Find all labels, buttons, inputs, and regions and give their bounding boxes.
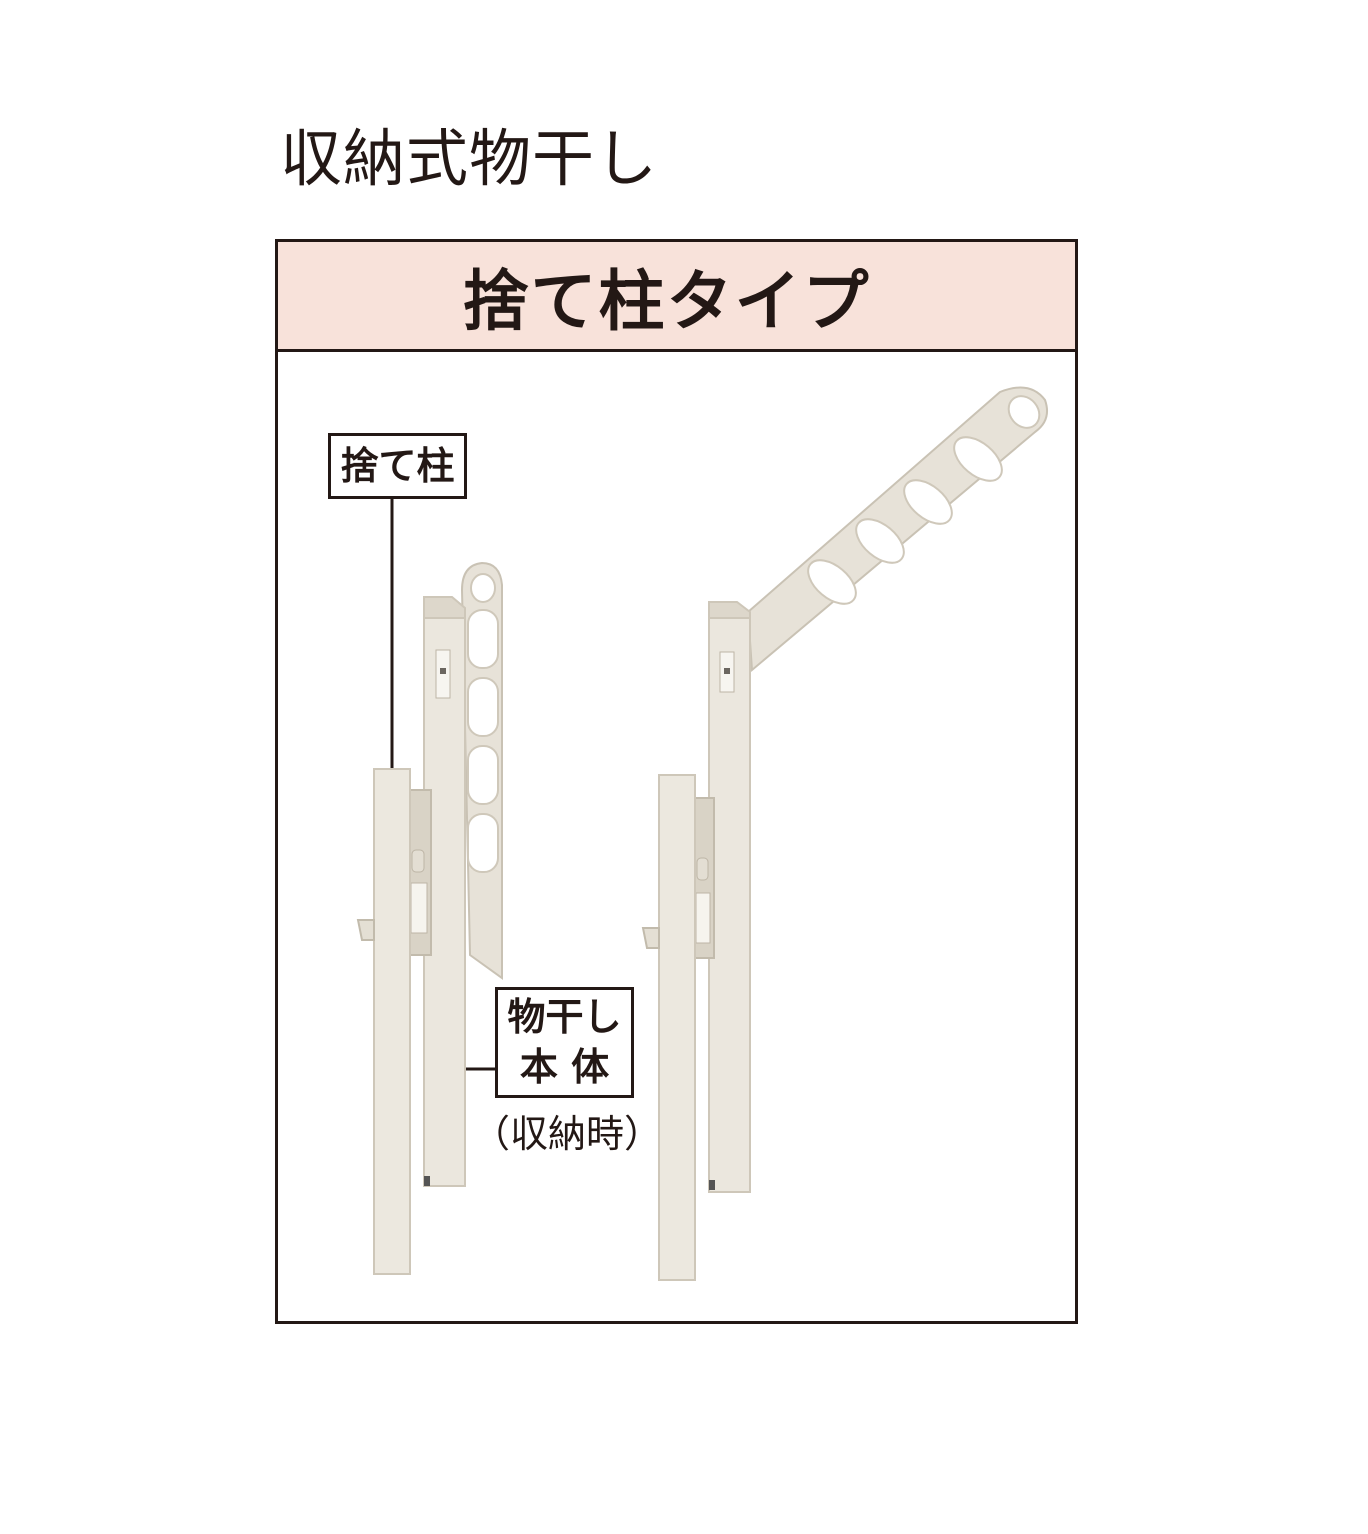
in-use-sutebashira: [658, 774, 696, 1281]
in-use-main-pole: [708, 617, 751, 1193]
extended-arm: [746, 386, 1048, 673]
hontai-label-line2: 本 体: [519, 1045, 610, 1089]
panel-header: 捨て柱タイプ: [278, 242, 1075, 352]
sutebashira-label: 捨て柱: [328, 433, 467, 499]
stored-sutebashira: [373, 768, 411, 1275]
stored-note: （収納時）: [472, 1112, 663, 1156]
page-title: 収納式物干し: [280, 122, 659, 195]
hontai-label: 物干し 本 体: [495, 987, 634, 1098]
stored-unit: [356, 561, 503, 1275]
in-use-unit: [641, 386, 1048, 1281]
hontai-label-line1: 物干し: [507, 995, 622, 1039]
panel-header-title: 捨て柱タイプ: [462, 262, 871, 340]
